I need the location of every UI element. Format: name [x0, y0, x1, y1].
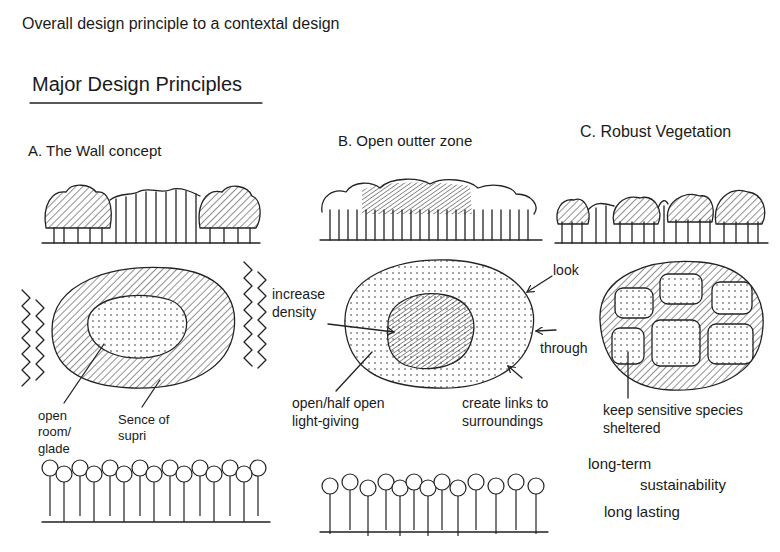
- annotation: create links to surroundings: [462, 395, 572, 430]
- tree: [192, 460, 208, 516]
- tree: [434, 474, 450, 530]
- tree: [420, 480, 436, 536]
- sheltered-patch: [708, 324, 753, 364]
- leader-line: [142, 380, 160, 407]
- page-title: Overall design principle to a contextal …: [22, 14, 340, 34]
- wind-lines: [244, 262, 266, 368]
- dense-core: [388, 294, 474, 369]
- tree: [56, 466, 72, 522]
- annotation: open/half open light-giving: [292, 395, 402, 430]
- dense-edge-blob: [600, 261, 763, 390]
- wall-skyline: [42, 185, 260, 243]
- pointer-arrow: [328, 324, 394, 332]
- robust-plan: [600, 261, 763, 398]
- tree: [42, 460, 58, 516]
- tree: [508, 474, 524, 530]
- tree: [72, 460, 88, 516]
- principle-heading: A. The Wall concept: [28, 142, 161, 161]
- tree-trunks: [54, 190, 250, 243]
- canopy-line: [588, 201, 668, 210]
- tree-clump: [557, 199, 589, 224]
- annotation: open room/ glade: [38, 408, 86, 457]
- tree-trunks: [562, 206, 758, 243]
- tree: [528, 478, 544, 534]
- tree: [488, 478, 504, 534]
- tree: [406, 474, 422, 530]
- ground-line: [42, 521, 270, 522]
- tree-row: [320, 474, 548, 536]
- robust-skyline: [555, 191, 768, 243]
- ground-line: [42, 242, 260, 243]
- view-arrow: [536, 330, 556, 331]
- ground-line: [320, 531, 548, 532]
- tree-clump: [199, 186, 260, 228]
- section-heading: Major Design Principles: [32, 72, 242, 97]
- sheltered-patch: [712, 282, 752, 314]
- tree: [468, 474, 484, 530]
- tree: [102, 460, 118, 516]
- tree: [146, 466, 162, 522]
- annotation: increase density: [272, 286, 334, 321]
- annotation: Sence of supri: [118, 412, 178, 445]
- tree-clump: [715, 191, 764, 224]
- view-arrow: [508, 366, 522, 378]
- annotation: sustainability: [640, 476, 726, 495]
- tree-trunks: [330, 210, 528, 240]
- tree: [116, 466, 132, 522]
- tree: [206, 466, 222, 522]
- sheltered-patch: [652, 320, 700, 366]
- principle-heading: C. Robust Vegetation: [580, 122, 731, 142]
- wall-plan: [22, 262, 266, 407]
- principle-heading: B. Open outter zone: [338, 132, 472, 151]
- leader-line: [627, 352, 628, 398]
- tree: [342, 474, 358, 530]
- annotation: long-term: [588, 455, 651, 474]
- tree: [162, 460, 178, 516]
- tree-clump: [667, 194, 713, 222]
- tree: [378, 474, 394, 530]
- tree: [236, 466, 252, 522]
- open-plan: [328, 260, 556, 391]
- open-outer-zone: [345, 260, 534, 388]
- leader-line: [64, 344, 104, 403]
- dense-edge-blob: [52, 267, 235, 388]
- tree-row: [42, 460, 270, 522]
- tree: [450, 480, 466, 536]
- sheltered-patch: [660, 274, 702, 304]
- open-skyline: [320, 179, 542, 240]
- wind-lines: [22, 290, 44, 386]
- ground-line: [555, 242, 768, 243]
- heading-underline: [30, 102, 262, 103]
- tree: [392, 480, 408, 536]
- tree: [176, 466, 192, 522]
- glade-blob: [88, 295, 187, 358]
- annotation: long lasting: [604, 503, 680, 522]
- view-arrow: [527, 276, 552, 292]
- tree: [132, 460, 148, 516]
- tree: [360, 480, 376, 536]
- sheltered-patch: [615, 288, 653, 318]
- canopy-line: [322, 179, 536, 214]
- tree: [250, 460, 266, 516]
- annotation: keep sensitive species sheltered: [603, 402, 753, 437]
- tree: [322, 478, 338, 534]
- tree: [86, 466, 102, 522]
- annotation: look: [553, 262, 579, 280]
- tree-clump: [613, 197, 659, 224]
- ground-line: [320, 239, 542, 240]
- tree-clump: [45, 185, 111, 228]
- leader-line: [336, 352, 372, 391]
- tree: [222, 460, 238, 516]
- annotation: through: [540, 340, 587, 358]
